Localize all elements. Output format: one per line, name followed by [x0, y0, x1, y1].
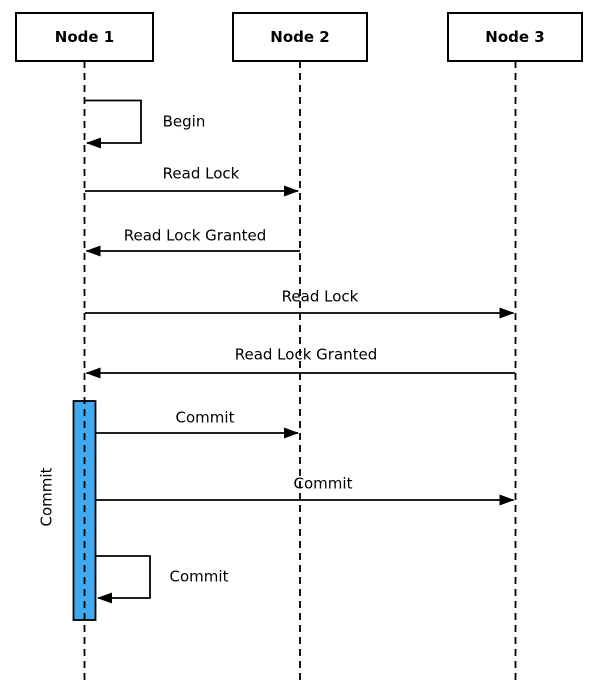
- actor-node-1: Node 1: [15, 12, 154, 62]
- actor-node-3: Node 3: [447, 12, 583, 62]
- message-label-read-lock-granted-node2: Read Lock Granted: [123, 226, 267, 245]
- message-label-read-lock-granted-node3: Read Lock Granted: [234, 345, 378, 364]
- actor-node-2: Node 2: [232, 12, 368, 62]
- message-label-begin: Begin: [162, 112, 206, 131]
- commit-self-loop-arrow: [96, 555, 151, 604]
- actor-node-2-label: Node 2: [270, 28, 330, 46]
- actor-node-1-label: Node 1: [54, 28, 115, 46]
- activation-bar-label: Commit: [37, 467, 56, 527]
- message-label-commit-node3: Commit: [293, 474, 353, 493]
- message-label-commit-node2: Commit: [175, 408, 235, 427]
- message-label-commit-self: Commit: [169, 567, 229, 586]
- actor-node-3-label: Node 3: [485, 28, 545, 46]
- message-label-read-lock-node3: Read Lock: [281, 287, 359, 306]
- message-label-read-lock-node2: Read Lock: [162, 164, 240, 183]
- begin-self-loop-arrow: [85, 99, 142, 149]
